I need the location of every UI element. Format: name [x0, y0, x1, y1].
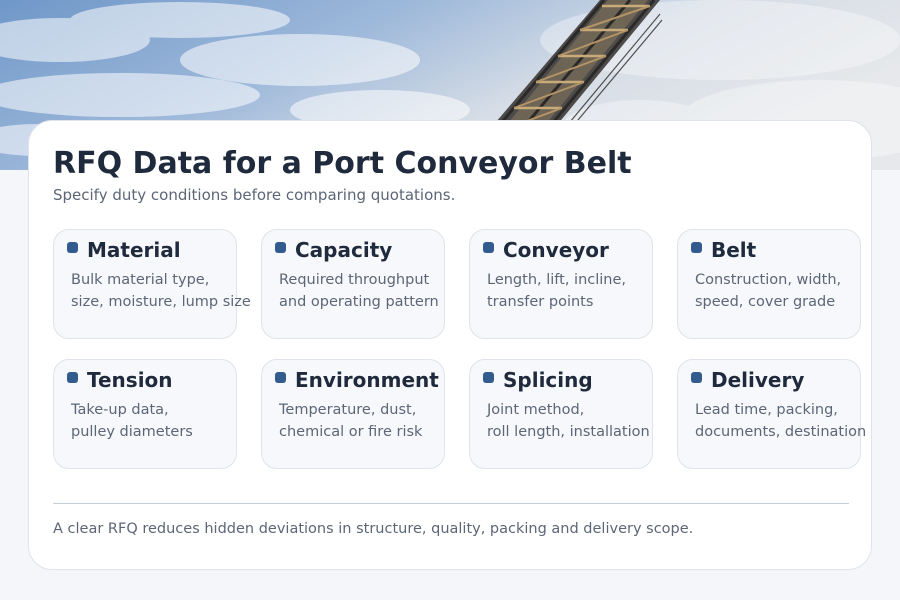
bullet-icon [483, 372, 494, 383]
tile-description-line: Take-up data, [71, 402, 169, 418]
tile-description-line: Length, lift, incline, [487, 272, 627, 288]
tile-description-line: Required throughput [279, 272, 430, 288]
tile-description-line: speed, cover grade [695, 294, 836, 310]
requirements-grid: Material Bulk material type, size, moist… [53, 229, 866, 469]
bullet-icon [275, 242, 286, 253]
tile-description: Temperature, dust, chemical or fire risk [279, 399, 422, 443]
tile-description-line: Temperature, dust, [279, 402, 417, 418]
tile-delivery: Delivery Lead time, packing, documents, … [677, 359, 866, 469]
bullet-icon [483, 242, 494, 253]
bullet-icon [691, 242, 702, 253]
tile-description-line: and operating pattern [279, 294, 439, 310]
tile-description-line: pulley diameters [71, 424, 193, 440]
tile-description-line: transfer points [487, 294, 594, 310]
tile-description-line: roll length, installation [487, 424, 650, 440]
tile-description-line: Bulk material type, [71, 272, 210, 288]
tile-description-line: size, moisture, lump size [71, 294, 251, 310]
bullet-icon [67, 372, 78, 383]
tile-conveyor: Conveyor Length, lift, incline, transfer… [469, 229, 653, 339]
tile-description-line: documents, destination [695, 424, 867, 440]
tile-environment: Environment Temperature, dust, chemical … [261, 359, 445, 469]
bullet-icon [275, 372, 286, 383]
tile-description-line: Construction, width, [695, 272, 842, 288]
tile-belt: Belt Construction, width, speed, cover g… [677, 229, 861, 339]
tile-description: Lead time, packing, documents, destinati… [695, 399, 866, 443]
tile-description: Length, lift, incline, transfer points [487, 269, 626, 313]
tile-title: Belt [711, 238, 757, 262]
bullet-icon [67, 242, 78, 253]
tile-description: Take-up data, pulley diameters [71, 399, 193, 443]
tile-title: Conveyor [503, 238, 609, 262]
tile-capacity: Capacity Required throughput and operati… [261, 229, 445, 339]
tile-title: Tension [87, 368, 173, 392]
tile-description: Joint method, roll length, installation [487, 399, 650, 443]
rfq-card: RFQ Data for a Port Conveyor Belt Specif… [28, 120, 872, 570]
footer-note: A clear RFQ reduces hidden deviations in… [53, 521, 694, 537]
tile-material: Material Bulk material type, size, moist… [53, 229, 251, 339]
tile-title: Environment [295, 368, 439, 392]
tile-title: Capacity [295, 238, 393, 262]
tile-description-line: Lead time, packing, [695, 402, 838, 418]
tile-description: Required throughput and operating patter… [279, 269, 439, 313]
page-title: RFQ Data for a Port Conveyor Belt [53, 146, 632, 181]
tile-description: Construction, width, speed, cover grade [695, 269, 841, 313]
tile-title: Splicing [503, 368, 593, 392]
tile-tension: Tension Take-up data, pulley diameters [53, 359, 237, 469]
bullet-icon [691, 372, 702, 383]
tile-description: Bulk material type, size, moisture, lump… [71, 269, 251, 313]
tile-title: Delivery [711, 368, 805, 392]
divider [53, 503, 849, 504]
tile-title: Material [87, 238, 181, 262]
tile-description-line: chemical or fire risk [279, 424, 423, 440]
tile-splicing: Splicing Joint method, roll length, inst… [469, 359, 653, 469]
page-subtitle: Specify duty conditions before comparing… [53, 186, 456, 204]
tile-description-line: Joint method, [487, 402, 585, 418]
